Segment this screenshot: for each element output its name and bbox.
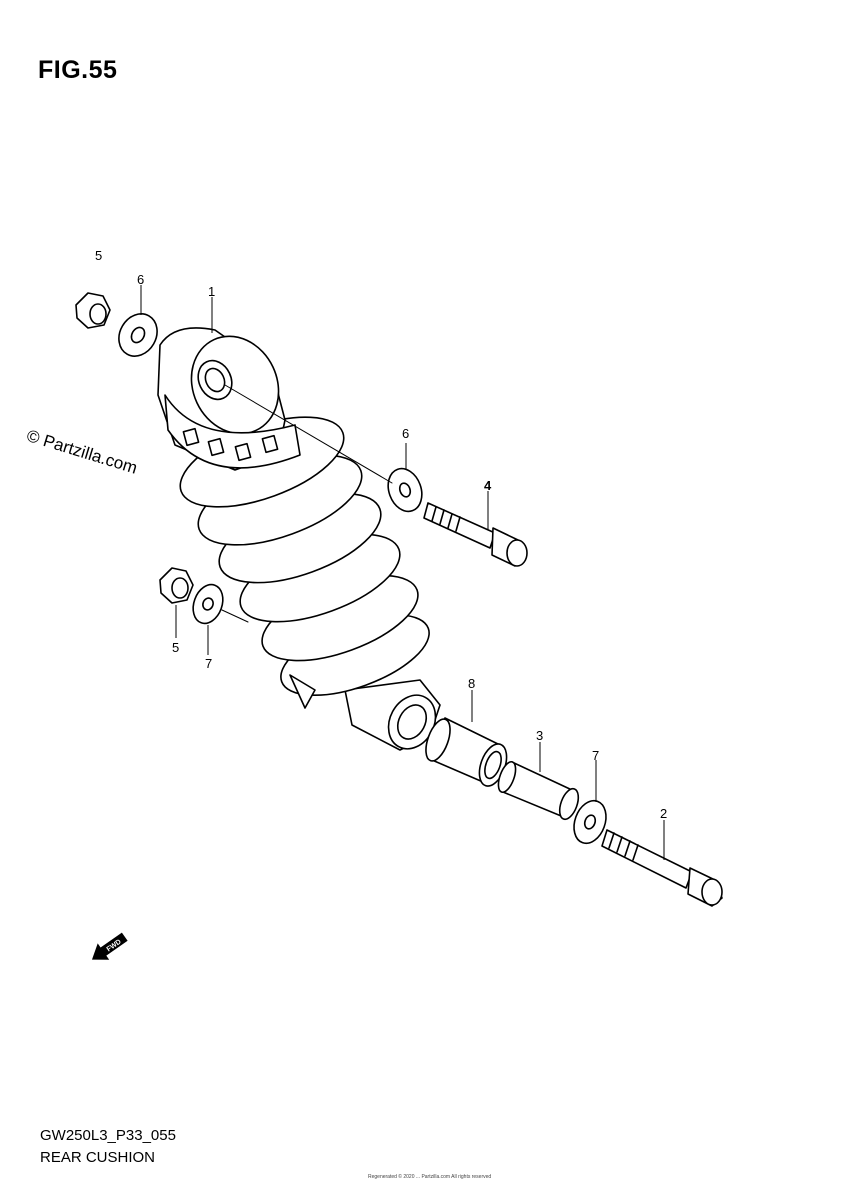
callout-5-lower: 5: [172, 640, 179, 655]
figure-title: FIG.55: [38, 56, 118, 84]
washer-upper-left: [118, 313, 158, 357]
bolt-upper: [423, 502, 528, 567]
washer-upper-right: [387, 467, 423, 513]
callout-5-upper: 5: [95, 248, 102, 263]
coil-spring: [179, 416, 430, 709]
diagram-caption: REAR CUSHION: [40, 1149, 156, 1166]
callout-1: 1: [208, 284, 215, 299]
washer-lower-left: [192, 583, 224, 625]
washer-lower-right: [573, 799, 607, 845]
callout-7-left: 7: [205, 656, 212, 671]
callout-3: 3: [536, 728, 543, 743]
callout-4: 4: [484, 478, 492, 493]
spacer: [497, 760, 580, 821]
callout-8: 8: [468, 676, 475, 691]
bolt-lower: [601, 829, 723, 907]
callout-2: 2: [660, 806, 667, 821]
fwd-arrow-icon: FWD: [91, 932, 128, 960]
callout-6-right: 6: [402, 426, 409, 441]
collar: [425, 717, 508, 787]
nut-lower: [159, 567, 194, 604]
copyright-footnote: Regenerated © 2020 ... Partzilla.com All…: [368, 1174, 492, 1180]
nut-upper: [75, 292, 111, 329]
diagram-code: GW250L3_P33_055: [40, 1127, 176, 1144]
callout-7-right: 7: [592, 748, 599, 763]
upper-mount-body: [157, 327, 301, 471]
fwd-arrow-label: FWD: [106, 939, 123, 954]
callout-6-upper: 6: [137, 272, 144, 287]
